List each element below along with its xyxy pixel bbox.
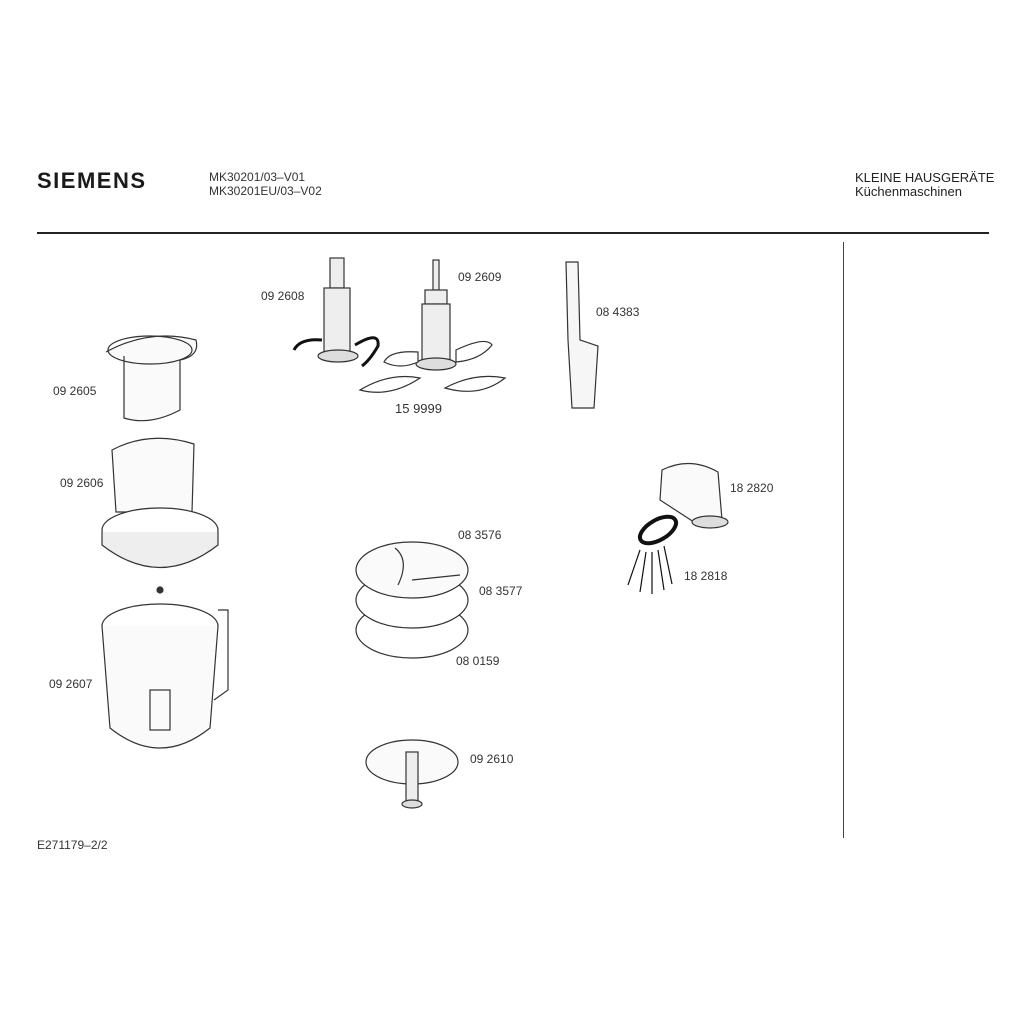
part-label-159999: 15 9999 [395,401,442,416]
part-label-083577: 08 3577 [479,584,523,598]
part-label-092606: 09 2606 [60,476,104,490]
part-label-080159: 08 0159 [456,654,500,668]
part-label-182820: 18 2820 [730,481,774,495]
model-number-1: MK30201/03–V01 [209,170,306,184]
model-number-2: MK30201EU/03–V02 [209,184,322,198]
mixing-bowl-drawing [101,603,229,749]
bowl-lid-drawing [101,437,219,594]
spatula-drawing [565,261,599,409]
part-label-083576: 08 3576 [458,528,502,542]
whisk-drawing [627,462,729,594]
part-label-092605: 09 2605 [53,384,97,398]
drawing-id: E271179–2/2 [37,838,108,852]
blade-insert-drawing [358,259,507,393]
brand-logo: SIEMENS [37,168,147,193]
header-divider [37,232,989,234]
disc-carrier-drawing [365,739,459,809]
kneading-tool-drawing [292,257,380,368]
part-label-182818: 18 2818 [684,569,728,583]
category-title: KLEINE HAUSGERÄTE [855,170,995,185]
vertical-divider [843,242,844,838]
discs-drawing [355,541,469,659]
part-label-092608: 09 2608 [261,289,305,303]
subcategory-title: Küchenmaschinen [855,184,962,199]
pusher-drawing [105,335,198,422]
part-label-092607: 09 2607 [49,677,93,691]
part-label-092610: 09 2610 [470,752,514,766]
part-label-092609: 09 2609 [458,270,502,284]
part-label-084383: 08 4383 [596,305,640,319]
